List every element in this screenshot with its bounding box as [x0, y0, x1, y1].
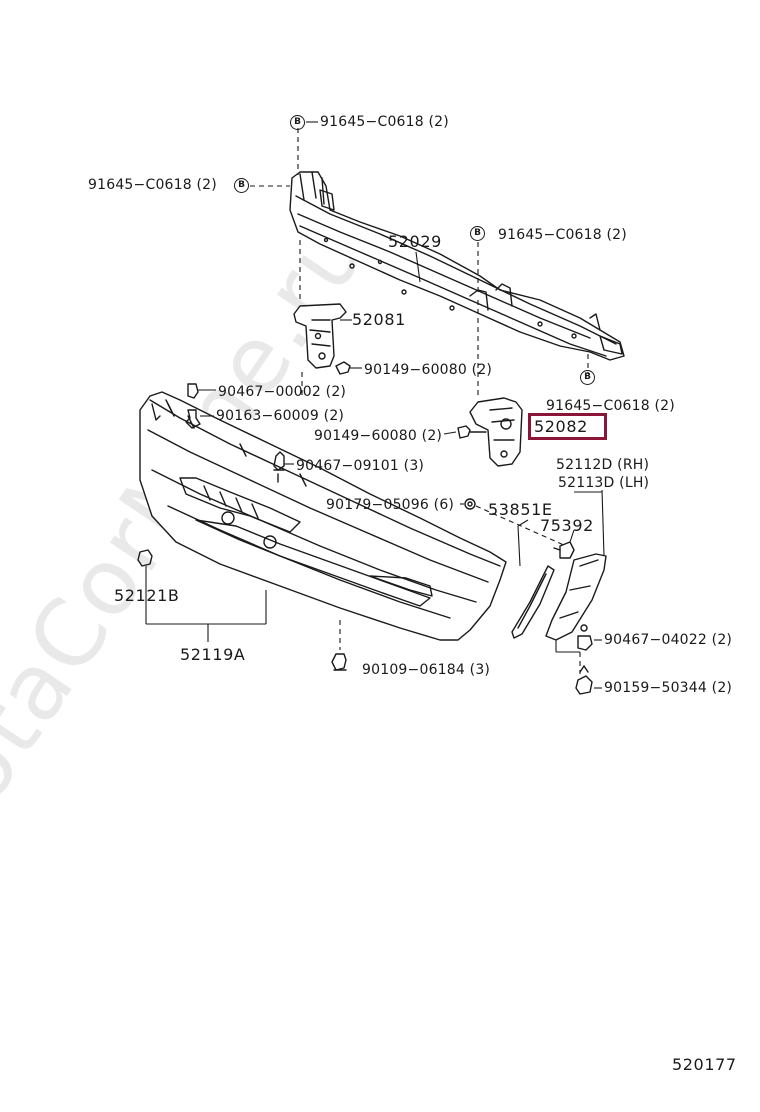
bracket-52082[interactable] — [469, 397, 523, 467]
fastener-90159-50344[interactable] — [575, 665, 593, 695]
label-52113d-lh[interactable]: 52113D (LH) — [558, 475, 650, 491]
label-53851e[interactable]: 53851E — [488, 500, 553, 519]
label-90467-00002[interactable]: 90467−00002 (2) — [218, 384, 347, 400]
label-75392[interactable]: 75392 — [540, 516, 594, 535]
label-90149-60080-a[interactable]: 90149−60080 (2) — [364, 362, 493, 378]
fastener-90109-06184[interactable] — [331, 653, 347, 671]
marker-b-top: B — [290, 115, 305, 130]
label-52081[interactable]: 52081 — [352, 310, 406, 329]
fastener-90467-09101[interactable] — [273, 451, 285, 483]
label-91645-c0618-top[interactable]: 91645−C0618 (2) — [320, 114, 449, 130]
bolt-90149-60080-a[interactable] — [335, 361, 351, 375]
bracket-52081[interactable] — [293, 303, 347, 369]
label-91645-c0618-right[interactable]: 91645−C0618 (2) — [546, 398, 675, 414]
fastener-90467-04022[interactable] — [577, 635, 593, 651]
label-90163-60009[interactable]: 90163−60009 (2) — [216, 408, 345, 424]
label-90159-50344[interactable]: 90159−50344 (2) — [604, 680, 733, 696]
label-90109-06184[interactable]: 90109−06184 (3) — [362, 662, 491, 678]
bumper-extension-52112D[interactable] — [545, 553, 607, 641]
fastener-75392[interactable] — [553, 541, 575, 559]
bolt-90149-60080-b[interactable] — [457, 425, 487, 439]
label-52029[interactable]: 52029 — [388, 232, 442, 251]
fastener-52121B[interactable] — [137, 549, 153, 567]
label-52119a[interactable]: 52119A — [180, 645, 246, 664]
highlight-box-52082 — [528, 413, 607, 440]
fastener-90467-00002[interactable] — [187, 383, 199, 399]
marker-b-left: B — [234, 178, 249, 193]
fastener-90179-05096[interactable] — [464, 498, 476, 510]
moulding-53851E[interactable] — [511, 565, 555, 639]
label-91645-c0618-mid[interactable]: 91645−C0618 (2) — [498, 227, 627, 243]
fastener-90163-60009[interactable] — [185, 409, 201, 429]
label-90467-04022[interactable]: 90467−04022 (2) — [604, 632, 733, 648]
bumper-cover-52119A[interactable] — [139, 391, 507, 641]
label-90149-60080-b[interactable]: 90149−60080 (2) — [314, 428, 443, 444]
label-91645-c0618-left[interactable]: 91645−C0618 (2) — [88, 177, 217, 193]
label-52082[interactable]: 52082 — [534, 417, 588, 436]
marker-b-right: B — [580, 370, 595, 385]
diagram-id: 520177 — [672, 1055, 737, 1074]
label-90179-05096[interactable]: 90179−05096 (6) — [326, 497, 455, 513]
bumper-reinforcement-52029[interactable] — [289, 171, 625, 361]
marker-b-mid: B — [470, 226, 485, 241]
label-52121b[interactable]: 52121B — [114, 586, 180, 605]
label-90467-09101[interactable]: 90467−09101 (3) — [296, 458, 425, 474]
label-52112d-rh[interactable]: 52112D (RH) — [556, 457, 650, 473]
